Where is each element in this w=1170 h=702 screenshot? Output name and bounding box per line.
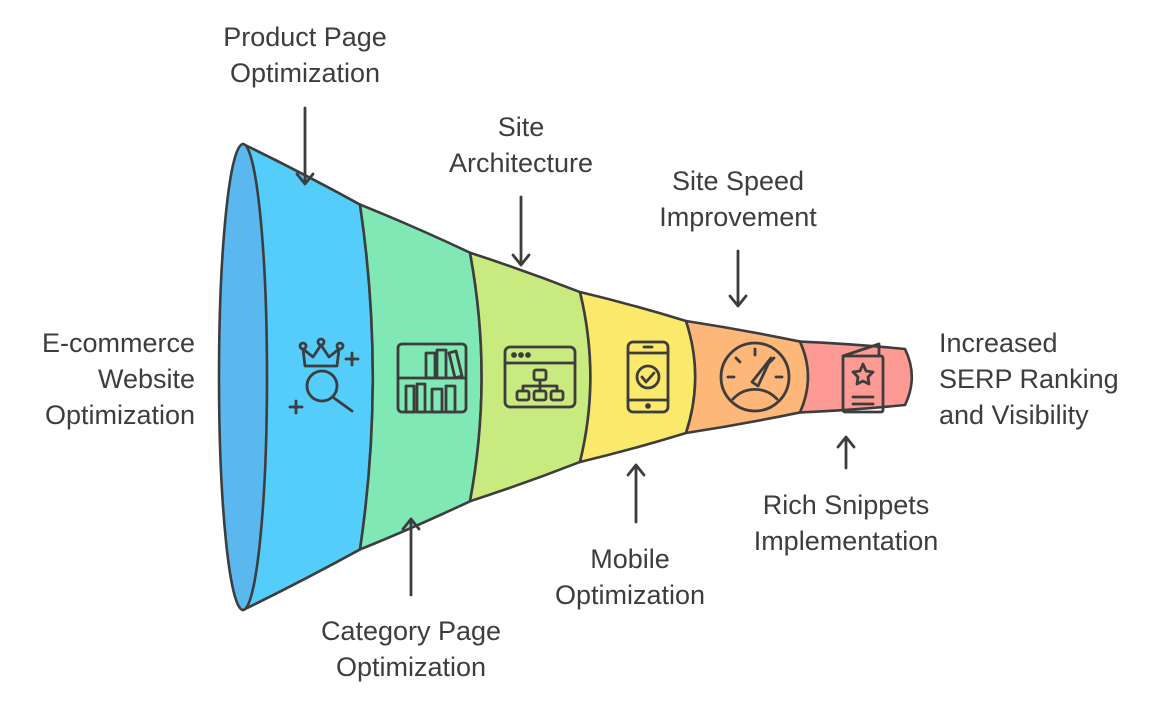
arrow-product-page xyxy=(295,106,315,186)
bookshelf-icon xyxy=(396,342,468,414)
label-mobile-optimization-line-2: Optimization xyxy=(554,580,706,610)
start-label-line-1: E-commerce xyxy=(41,328,195,358)
label-product-page-line-2: Optimization xyxy=(229,58,381,88)
arrow-site-speed xyxy=(728,249,748,308)
speedometer-icon xyxy=(719,341,791,413)
crown-search-icon xyxy=(288,337,360,415)
end-label-line-1: Increased xyxy=(939,328,1058,358)
label-category-page: Category Page Optimization xyxy=(300,613,522,685)
mobile-check-icon xyxy=(626,340,670,414)
label-product-page-line-1: Product Page xyxy=(223,22,387,52)
star-card-icon xyxy=(841,342,885,414)
start-label-line-3: Optimization xyxy=(44,400,195,430)
arrow-site-architecture xyxy=(511,195,531,267)
band-site-architecture xyxy=(468,251,592,503)
label-site-architecture-line-1: Site xyxy=(497,112,545,142)
label-rich-snippets-line-2: Implementation xyxy=(753,526,939,556)
end-label-line-3: and Visibility xyxy=(939,400,1089,430)
label-category-page-line-2: Optimization xyxy=(335,652,487,682)
label-mobile-optimization: Mobile Optimization xyxy=(530,541,730,613)
arrow-rich-snippets xyxy=(836,435,856,470)
start-label: E-commerce Website Optimization xyxy=(42,325,195,433)
arrow-mobile-optimization xyxy=(626,463,646,524)
label-product-page: Product Page Optimization xyxy=(203,19,407,91)
label-site-speed-line-1: Site Speed xyxy=(671,166,805,196)
label-category-page-line-1: Category Page xyxy=(320,616,502,646)
end-label: Increased SERP Ranking and Visibility xyxy=(939,325,1119,433)
arrows xyxy=(295,106,856,597)
label-site-architecture-line-2: Architecture xyxy=(448,148,594,178)
label-rich-snippets: Rich Snippets Implementation xyxy=(736,487,956,559)
label-site-speed: Site Speed Improvement xyxy=(638,163,838,235)
label-site-speed-line-2: Improvement xyxy=(659,202,817,232)
end-label-line-2: SERP Ranking xyxy=(939,364,1119,394)
start-label-line-2: Website xyxy=(97,364,195,394)
funnel-mouth xyxy=(217,142,269,612)
label-rich-snippets-line-1: Rich Snippets xyxy=(762,490,930,520)
funnel-bands xyxy=(217,142,914,612)
stage-icons xyxy=(288,337,885,415)
sitemap-window-icon xyxy=(503,345,577,409)
arrow-category-page xyxy=(401,517,421,597)
label-site-architecture: Site Architecture xyxy=(420,109,622,181)
label-mobile-optimization-line-1: Mobile xyxy=(590,544,670,574)
